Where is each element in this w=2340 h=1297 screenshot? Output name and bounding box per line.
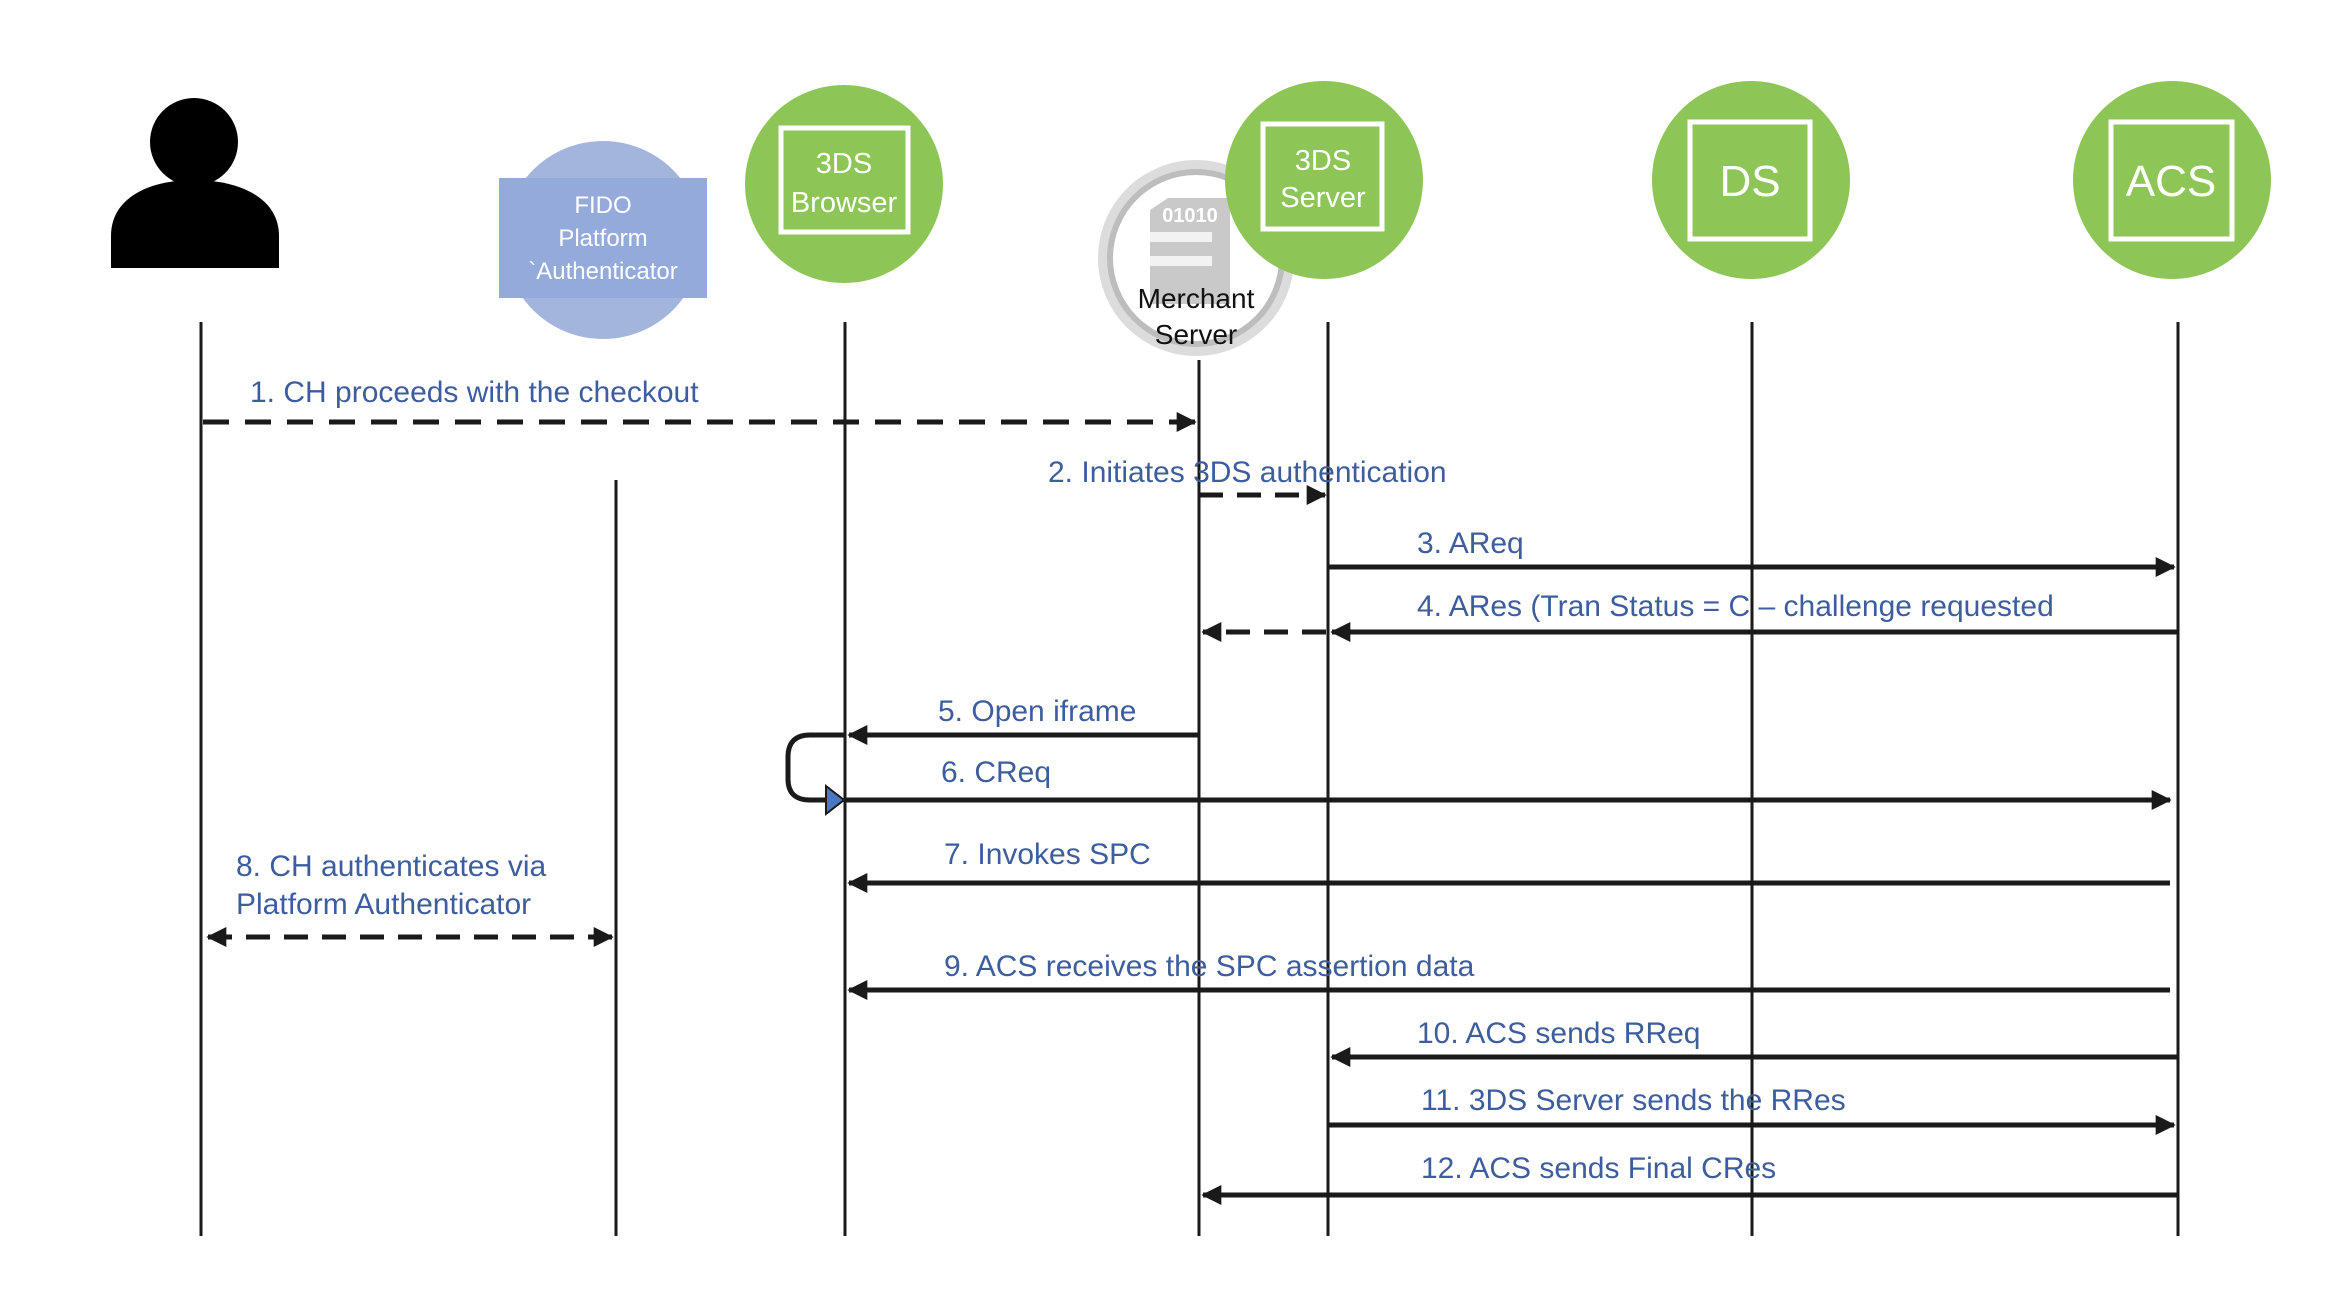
browser-label-line1: 3DS xyxy=(816,148,872,180)
message-7-label: 7. Invokes SPC xyxy=(944,838,1151,871)
message-11-label: 11. 3DS Server sends the RRes xyxy=(1421,1084,1846,1117)
participant-cardholder xyxy=(111,98,279,268)
browser-label-line2: Browser xyxy=(791,187,898,219)
message-8-label-line2: Platform Authenticator xyxy=(236,888,531,921)
fido-label-line3: `Authenticator xyxy=(528,258,677,285)
message-11: 11. 3DS Server sends the RRes xyxy=(1328,1084,2176,1135)
message-1: 1. CH proceeds with the checkout xyxy=(203,376,1197,432)
participant-server: 3DS Server xyxy=(1225,81,1423,279)
participant-fido: FIDO Platform `Authenticator xyxy=(499,141,707,339)
message-12-label: 12. ACS sends Final CRes xyxy=(1421,1152,1776,1185)
server-label-line2: Server xyxy=(1280,182,1366,214)
message-4-label: 4. ARes (Tran Status = C – challenge req… xyxy=(1417,590,2054,623)
acs-label: ACS xyxy=(2126,157,2216,206)
message-12: 12. ACS sends Final CRes xyxy=(1201,1152,2178,1205)
message-3: 3. AReq xyxy=(1328,527,2176,577)
ds-circle xyxy=(1652,81,1850,279)
message-5: 5. Open iframe xyxy=(847,695,1199,745)
message-4: 4. ARes (Tran Status = C – challenge req… xyxy=(1201,590,2178,642)
lifelines xyxy=(199,322,2180,1236)
participant-ds: DS xyxy=(1652,81,1850,279)
message-2: 2. Initiates 3DS authentication xyxy=(1048,456,1447,505)
fido-label-line2: Platform xyxy=(558,225,647,252)
merchant-label-line1: Merchant xyxy=(1138,283,1255,314)
message-6: 6. CReq xyxy=(845,756,2172,810)
message-2-label: 2. Initiates 3DS authentication xyxy=(1048,456,1447,489)
person-icon xyxy=(111,98,279,268)
message-7: 7. Invokes SPC xyxy=(847,838,2170,893)
browser-box xyxy=(778,125,911,235)
message-10-label: 10. ACS sends RReq xyxy=(1417,1017,1701,1050)
self-call-loop xyxy=(785,732,846,817)
participant-acs: ACS xyxy=(2073,81,2271,279)
participant-browser: 3DS Browser xyxy=(745,85,943,283)
self-call-marker xyxy=(825,783,846,817)
acs-box xyxy=(2108,119,2235,242)
server-icon: 01010 xyxy=(1150,198,1230,304)
message-8: 8. CH authenticates via Platform Authent… xyxy=(206,850,614,947)
ds-box xyxy=(1687,119,1813,242)
merchant-label-line2: Server xyxy=(1155,319,1237,350)
server-circle xyxy=(1225,81,1423,279)
server-label-line1: 3DS xyxy=(1295,145,1351,177)
message-6-label: 6. CReq xyxy=(941,756,1051,789)
server-box xyxy=(1260,121,1385,232)
message-1-label: 1. CH proceeds with the checkout xyxy=(250,376,699,409)
fido-label-line1: FIDO xyxy=(574,192,631,219)
message-9: 9. ACS receives the SPC assertion data xyxy=(847,950,2170,1000)
message-9-label: 9. ACS receives the SPC assertion data xyxy=(944,950,1475,983)
browser-circle xyxy=(745,85,943,283)
ds-label: DS xyxy=(1719,157,1780,206)
messages: 1. CH proceeds with the checkout 2. Init… xyxy=(203,376,2178,1205)
message-5-label: 5. Open iframe xyxy=(938,695,1136,728)
acs-circle xyxy=(2073,81,2271,279)
server-icon-digits: 01010 xyxy=(1162,205,1218,227)
fido-box xyxy=(499,178,707,298)
message-3-label: 3. AReq xyxy=(1417,527,1524,560)
self-call-loop-path xyxy=(785,732,845,803)
message-10: 10. ACS sends RReq xyxy=(1330,1017,2178,1067)
message-8-label-line1: 8. CH authenticates via xyxy=(236,850,546,883)
